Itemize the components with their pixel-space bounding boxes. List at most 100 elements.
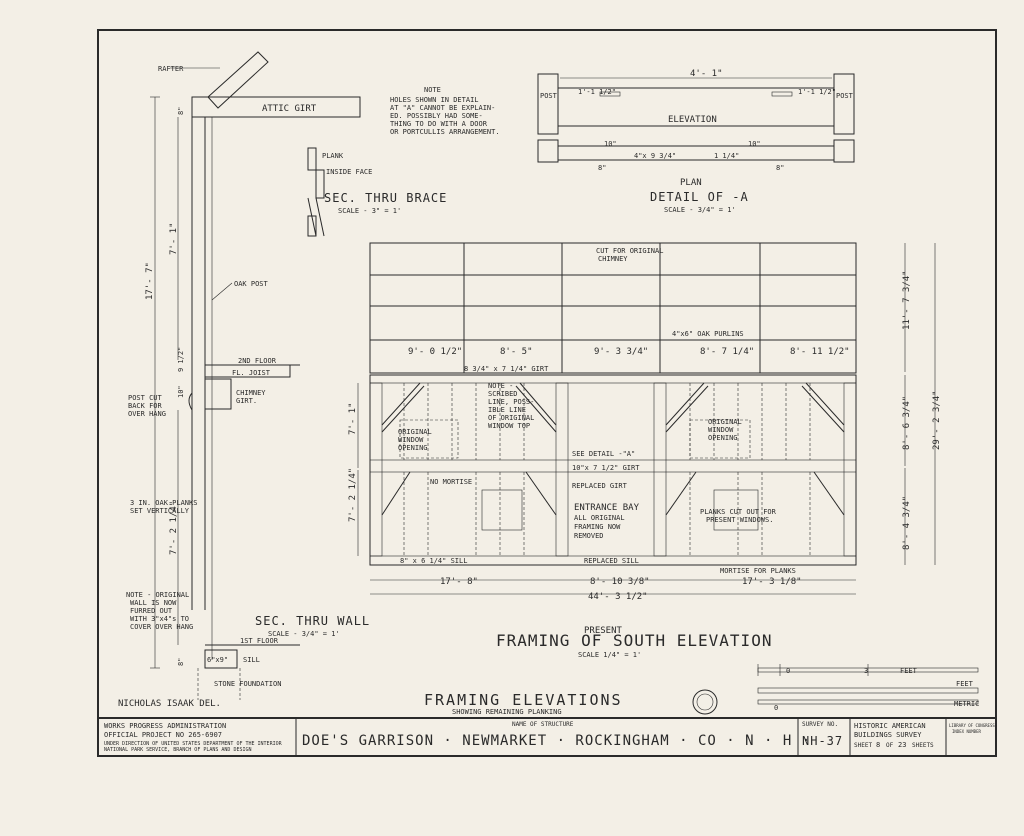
left-dim-1: 7'- 1" <box>348 402 358 435</box>
structure-name-label: NAME OF STRUCTURE <box>512 721 574 728</box>
post-left-label: POST <box>540 92 558 100</box>
note-line-4: THING TO DO WITH A DOOR <box>390 120 488 128</box>
roof-frame <box>369 242 857 374</box>
top-girt <box>369 374 857 384</box>
planks-cut-2: PRESENT WINDOWS. <box>706 516 773 524</box>
sheet-word: SHEET <box>854 742 872 749</box>
post-cut-label-3: OVER HANG <box>128 410 166 418</box>
wall-section: RAFTER ATTIC GIRT OAK POST 2ND FLOOR FL.… <box>118 51 370 709</box>
sill-size: 6"x9" <box>207 656 228 664</box>
entrance-bay-1: ENTRANCE BAY <box>574 503 640 513</box>
framing-title-1: PRESENT <box>584 626 623 636</box>
sill-label: SILL <box>243 656 260 664</box>
inside-face-label: INSIDE FACE <box>326 168 372 176</box>
first-floor-label: 1ST FLOOR <box>240 637 279 645</box>
scribed-note-2: SCRIBED <box>488 390 518 398</box>
chimney-label-2: CHIMNEY <box>598 255 628 263</box>
holes-note: NOTE HOLES SHOWN IN DETAIL AT "A" CANNOT… <box>390 86 500 136</box>
south-elevation-framing: CUT FOR ORIGINAL CHIMNEY 4"x6" OAK PURLI… <box>348 242 942 659</box>
scribed-note-3: LINE, POSS- <box>488 398 534 406</box>
framing-title-2: FRAMING OF SOUTH ELEVATION <box>496 631 772 650</box>
purlins-label: 4"x6" OAK PURLINS <box>672 330 744 338</box>
chimney-girt-label-2: GIRT. <box>236 397 257 405</box>
orig-window-right-2: WINDOW <box>708 426 734 434</box>
wall-section-title: SEC. THRU WALL <box>255 614 370 628</box>
mid2-dim: 10" <box>177 385 185 398</box>
habs-line-2: BUILDINGS SURVEY <box>854 731 922 739</box>
detail-elevation-beam <box>557 87 835 127</box>
detail-d4: 4"x 9 3/4" <box>634 152 676 160</box>
orig-window-right-3: OPENING <box>708 434 738 442</box>
wall-note-5: COVER OVER HANG <box>130 623 193 631</box>
detail-title: DETAIL OF -A <box>650 190 749 204</box>
detail-a: 4'- 1" POST POST 1'-1 1/2" 1'-1 1/2" ELE… <box>537 69 855 214</box>
girt-label: 8 3/4" x 7 1/4" GIRT <box>464 365 549 373</box>
delineator: NICHOLAS ISAAK DEL. <box>118 699 221 709</box>
detail-d5: 1 1/4" <box>714 152 739 160</box>
scale-bar: 0 3 FEET FEET 0 METRIC <box>757 664 979 712</box>
wall-note-4: WITH 3"x4"s TO <box>130 615 189 623</box>
scale-metric-zero: 0 <box>774 704 778 712</box>
orig-window-left-1: ORIGINAL <box>398 428 432 436</box>
scale-metric: METRIC <box>954 700 979 708</box>
original-window-left <box>399 419 459 459</box>
wpa-line-2: OFFICIAL PROJECT NO 265-6907 <box>104 731 222 739</box>
overall-dim: 17'- 7" <box>145 262 155 300</box>
right-dim-1: 11'- 7 3/4" <box>902 270 912 330</box>
detail-d1: 1'-1 1/2" <box>578 88 616 96</box>
detail-top-dim: 4'- 1" <box>690 69 723 79</box>
chimney-girt-label-1: CHIMNEY <box>236 389 266 397</box>
wpa-line-4: NATIONAL PARK SERVICE, BRANCH OF PLANS A… <box>104 747 252 753</box>
wall-note-2: WALL IS NOW <box>130 599 177 607</box>
rafter-label: RAFTER <box>158 65 184 73</box>
sheet-subtitle: SHOWING REMAINING PLANKING <box>452 708 562 716</box>
post-cut-label-1: POST CUT <box>128 394 163 402</box>
detail-plan-beam <box>557 145 835 161</box>
elevation-label: ELEVATION <box>668 115 717 125</box>
brace-title: SEC. THRU BRACE <box>324 191 447 205</box>
mid-dim: 9 1/2" <box>177 347 185 372</box>
bay-dim-1: 9'- 0 1/2" <box>408 347 462 357</box>
detail-d2: 8" <box>598 164 606 172</box>
detail-d3: 10" <box>604 140 617 148</box>
second-floor-label: 2ND FLOOR <box>238 357 277 365</box>
attic-girt-label: ATTIC GIRT <box>262 104 317 114</box>
upper-dim: 7'- 1" <box>169 222 179 255</box>
detail-d1-right: 1'-1 1/2" <box>798 88 836 96</box>
wall-note-1: NOTE - ORIGINAL <box>126 591 189 599</box>
bay-dim-5: 8'- 11 1/2" <box>790 347 850 357</box>
habs-seal-inner <box>696 693 714 711</box>
planks-cut-1: PLANKS CUT OUT FOR <box>700 508 777 516</box>
brace-section: PLANK INSIDE FACE SEC. THRU BRACE SCALE … <box>307 147 447 237</box>
framing-scale: SCALE 1/4" = 1' <box>578 651 641 659</box>
orig-window-right-1: ORIGINAL <box>708 418 742 426</box>
left-dim-2: 7'- 2 1/4" <box>348 468 358 522</box>
scale-zero: 0 <box>786 667 790 675</box>
scale-feet: FEET <box>900 667 918 675</box>
note-line-5: OR PORTCULLIS ARRANGEMENT. <box>390 128 500 136</box>
entrance-bay-2: ALL ORIGINAL <box>574 514 625 522</box>
sill <box>204 649 238 669</box>
orig-window-left-3: OPENING <box>398 444 428 452</box>
sill-beam <box>369 555 857 566</box>
survey-label: SURVEY NO. <box>802 721 838 728</box>
scale-feet-2: FEET <box>956 680 974 688</box>
wall-section-scale: SCALE - 3/4" = 1' <box>268 630 340 638</box>
entrance-bay-4: REMOVED <box>574 532 604 540</box>
planks-label-2: SET VERTICALLY <box>130 507 190 515</box>
survey-number: NH-37 <box>802 734 843 748</box>
foundation-label: STONE FOUNDATION <box>214 680 281 688</box>
orig-window-left-2: WINDOW <box>398 436 424 444</box>
entrance-bay-3: FRAMING NOW <box>574 523 621 531</box>
title-block: WORKS PROGRESS ADMINISTRATION OFFICIAL P… <box>97 717 997 757</box>
brace-scale: SCALE - 3" = 1' <box>338 207 401 215</box>
plan-label: PLAN <box>680 178 702 188</box>
loc-line-2: INDEX NUMBER <box>952 729 981 734</box>
structure-name: DOE'S GARRISON · NEWMARKET · ROCKINGHAM … <box>302 733 811 749</box>
girt-10-label: 10"x 7 1/2" GIRT <box>572 464 640 472</box>
sheet-title: FRAMING ELEVATIONS <box>424 691 623 709</box>
post-right-label: POST <box>836 92 854 100</box>
window-cut-right <box>713 489 759 531</box>
